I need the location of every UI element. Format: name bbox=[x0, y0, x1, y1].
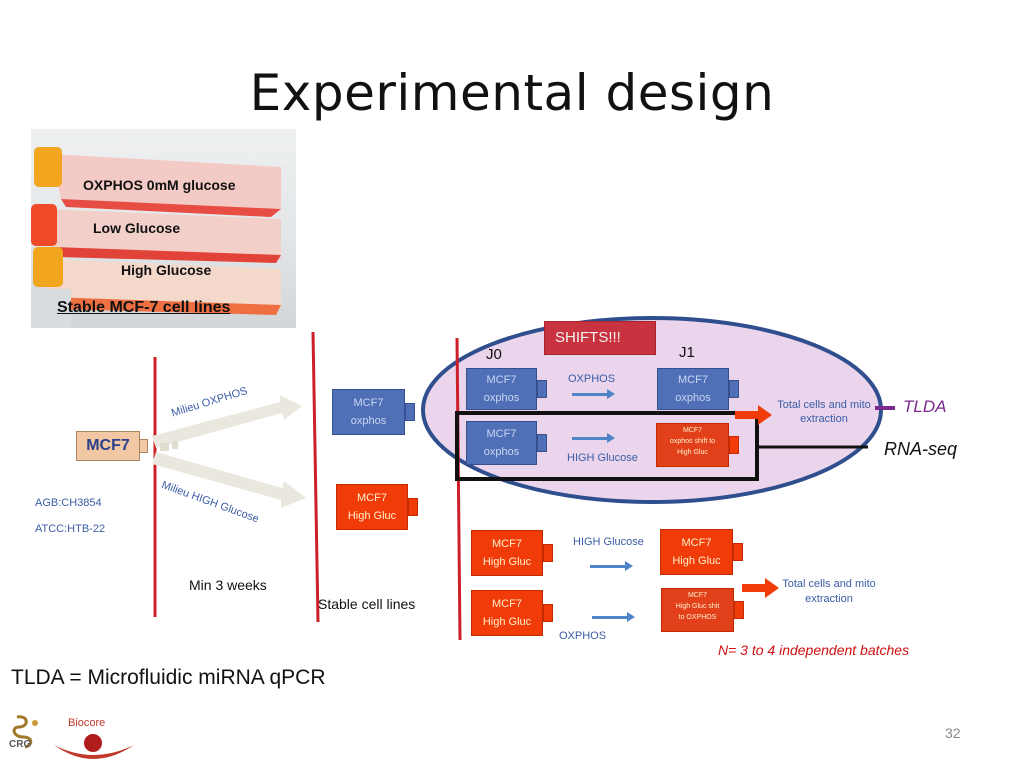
biocore-logo: Biocore bbox=[50, 715, 140, 765]
box-line: MCF7 bbox=[492, 598, 522, 610]
condition-label: OXPHOS bbox=[568, 373, 616, 385]
stable-high-box: MCF7 High Gluc bbox=[336, 484, 418, 530]
condition-label: OXPHOS bbox=[559, 630, 607, 642]
bottom-end-box: MCF7 High Gluc shit to OXPHOS bbox=[661, 588, 744, 632]
tlda-label: TLDA bbox=[903, 397, 947, 416]
box-line: MCF7 bbox=[682, 427, 703, 434]
extraction-line: Total cells and mito bbox=[782, 578, 876, 590]
box-line: High Gluc shit bbox=[675, 603, 720, 610]
extraction-text-bottom: Total cells and mito extraction bbox=[774, 577, 884, 607]
box-line: MCF7 bbox=[357, 492, 387, 504]
shift-start-box: MCF7 oxphos bbox=[466, 368, 547, 410]
bottom-end-box: MCF7 High Gluc bbox=[660, 529, 743, 575]
mcf7-origin-nub bbox=[139, 439, 148, 453]
flask-label-oxphos: OXPHOS 0mM glucose bbox=[83, 177, 236, 193]
biocore-mark bbox=[54, 734, 134, 759]
box-line: oxphos bbox=[483, 446, 520, 458]
shift-end-box: MCF7 oxphos shift to High Gluc bbox=[656, 423, 739, 467]
box-line: to OXPHOS bbox=[678, 614, 717, 621]
rnaseq-label: RNA-seq bbox=[884, 439, 958, 459]
extraction-line: extraction bbox=[800, 413, 848, 425]
condition-arrow bbox=[592, 612, 635, 622]
timeline-line-2 bbox=[311, 331, 320, 623]
box-line: MCF7 bbox=[687, 592, 708, 599]
crg-logo-mark bbox=[12, 715, 38, 749]
shift-end-box: MCF7 oxphos bbox=[657, 368, 739, 410]
crg-logo: CRG bbox=[7, 713, 49, 763]
tlda-definition: TLDA = Microfluidic miRNA qPCR bbox=[11, 666, 326, 689]
duration-label: Min 3 weeks bbox=[189, 577, 267, 593]
condition-arrow bbox=[572, 389, 615, 399]
mcf7-origin-box: MCF7 bbox=[76, 431, 140, 461]
flask-label-high-glucose: High Glucose bbox=[121, 262, 212, 278]
box-line: MCF7 bbox=[353, 397, 384, 409]
slide-title: Experimental design bbox=[249, 64, 775, 122]
j1-label: J1 bbox=[679, 344, 695, 361]
condition-label: HIGH Glucose bbox=[573, 536, 644, 548]
extraction-line: Total cells and mito bbox=[777, 399, 871, 411]
box-line: High Gluc bbox=[672, 555, 721, 567]
arrow-to-oxphos bbox=[152, 395, 302, 448]
box-line: MCF7 bbox=[492, 538, 522, 550]
box-line: MCF7 bbox=[681, 537, 712, 549]
box-line: oxphos bbox=[483, 392, 520, 404]
biocore-text: Biocore bbox=[68, 717, 106, 729]
page-number: 32 bbox=[945, 725, 961, 741]
timeline-line-3 bbox=[455, 337, 462, 641]
bottom-start-box: MCF7 High Gluc bbox=[471, 590, 553, 636]
bottom-start-box: MCF7 High Gluc bbox=[471, 530, 553, 576]
id-atcc: ATCC:HTB-22 bbox=[35, 523, 106, 535]
j0-label: J0 bbox=[486, 346, 502, 363]
stable-oxphos-box: MCF7 oxphos bbox=[332, 389, 415, 435]
extraction-line: extraction bbox=[805, 593, 853, 605]
box-line: oxphos shift to bbox=[669, 438, 716, 445]
batches-note: N= 3 to 4 independent batches bbox=[718, 642, 910, 658]
condition-label: HIGH Glucose bbox=[567, 452, 638, 464]
box-line: High Gluc bbox=[482, 556, 532, 568]
shifts-banner: SHIFTS!!! bbox=[544, 321, 656, 355]
box-line: High Gluc bbox=[347, 510, 397, 522]
box-line: MCF7 bbox=[486, 374, 517, 386]
flask-photo: OXPHOS 0mM glucose Low Glucose High Gluc… bbox=[31, 129, 296, 328]
box-line: High Gluc bbox=[677, 449, 708, 456]
extraction-arrow-top bbox=[735, 405, 772, 425]
id-agb: AGB:CH3854 bbox=[35, 497, 102, 509]
flask-label-low-glucose: Low Glucose bbox=[93, 220, 181, 236]
box-line: High Gluc bbox=[482, 616, 532, 628]
stable-lines-label: Stable cell lines bbox=[318, 596, 416, 612]
box-line: MCF7 bbox=[486, 428, 517, 440]
box-line: MCF7 bbox=[678, 374, 708, 386]
box-line: oxphos bbox=[675, 392, 711, 404]
shift-start-box: MCF7 oxphos bbox=[466, 421, 547, 465]
condition-arrow bbox=[590, 561, 633, 571]
photo-caption: Stable MCF-7 cell lines bbox=[57, 299, 231, 316]
condition-arrow bbox=[572, 433, 615, 443]
flask-illustration bbox=[31, 147, 281, 328]
extraction-arrow-bottom bbox=[742, 578, 779, 598]
box-line: oxphos bbox=[350, 415, 387, 427]
extraction-text-top: Total cells and mito extraction bbox=[774, 398, 874, 426]
crg-text: CRG bbox=[9, 739, 32, 750]
arrow-to-high bbox=[152, 452, 306, 508]
